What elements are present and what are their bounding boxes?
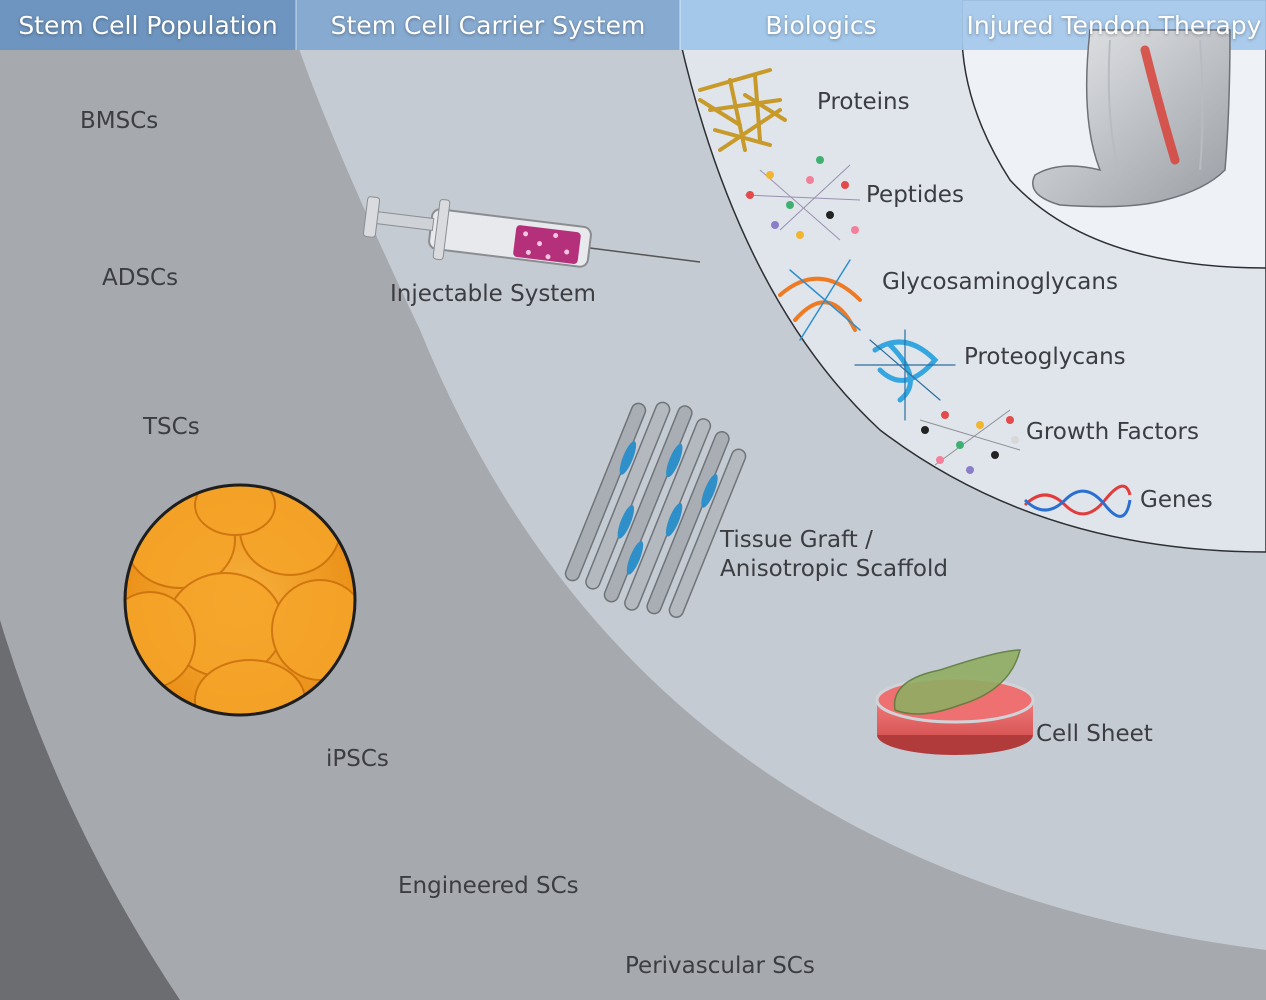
label-cell-sheet: Cell Sheet — [1036, 721, 1153, 747]
label-engineered-scs: Engineered SCs — [398, 873, 579, 899]
proteins-image — [698, 68, 787, 152]
growth-factors-image — [919, 409, 1021, 474]
peptides-image — [744, 156, 861, 241]
label-tissue-graft-line1: Tissue Graft / — [720, 527, 873, 553]
label-growth-factors: Growth Factors — [1026, 419, 1199, 445]
header-biologics: Biologics — [765, 10, 877, 40]
label-adscs: ADSCs — [102, 265, 179, 291]
glycosaminoglycans-image — [778, 259, 862, 341]
label-tscs: TSCs — [143, 414, 200, 440]
label-proteoglycans: Proteoglycans — [964, 344, 1126, 370]
cell-sheet-dish-image — [875, 649, 1035, 755]
syringe-image — [362, 196, 701, 268]
anisotropic-scaffold-image — [564, 401, 747, 618]
label-glycosaminoglycans: Glycosaminoglycans — [882, 269, 1118, 295]
header-stem-cell-population: Stem Cell Population — [18, 10, 278, 40]
label-perivascular-scs: Perivascular SCs — [625, 953, 815, 979]
header-tendon-therapy: Injured Tendon Therapy — [966, 10, 1262, 40]
header-bar-biologics — [680, 0, 962, 50]
label-injectable-system: Injectable System — [390, 281, 596, 307]
header-bar-population — [0, 0, 296, 50]
label-genes: Genes — [1140, 487, 1213, 513]
header-bar-carrier — [296, 0, 680, 50]
genes-dna-image — [1023, 484, 1132, 518]
header-carrier-system: Stem Cell Carrier System — [330, 10, 646, 40]
label-tissue-graft-line2: Anisotropic Scaffold — [720, 556, 948, 582]
label-proteins: Proteins — [817, 89, 910, 115]
proteoglycans-image — [854, 329, 956, 421]
label-bmscs: BMSCs — [80, 108, 159, 134]
label-peptides: Peptides — [866, 182, 964, 208]
injured-tendon-foot-image — [1032, 29, 1231, 208]
label-ipscs: iPSCs — [326, 746, 389, 772]
